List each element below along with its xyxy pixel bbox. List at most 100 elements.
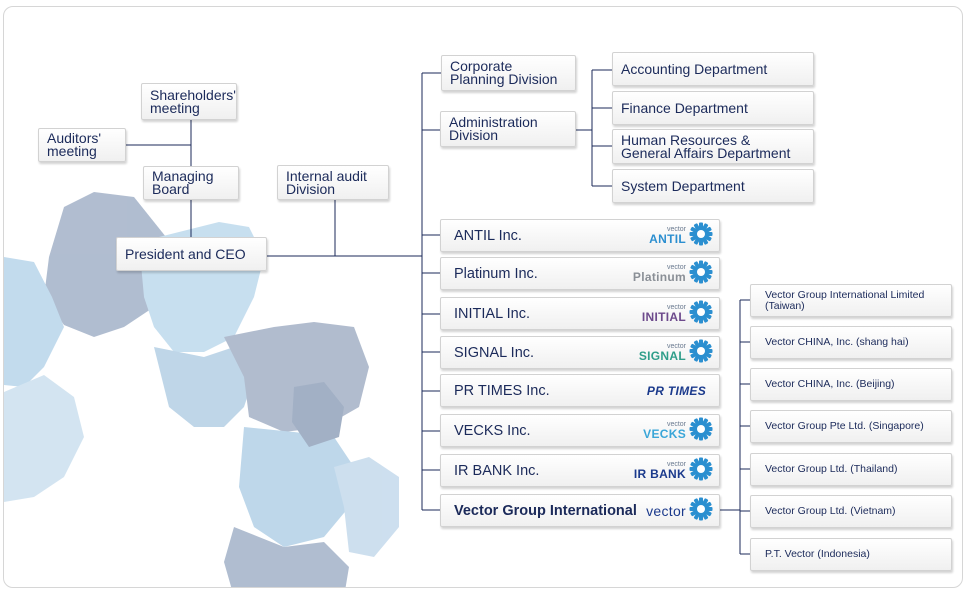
internal-audit-node: Internal audit Division (277, 165, 389, 200)
international-subsidiary-node: Vector Group International Limited(Taiwa… (750, 284, 952, 317)
logo-small-text: vector (666, 226, 686, 233)
node-label: Division (286, 180, 336, 197)
gear-icon (689, 300, 713, 328)
company-logo: vector (646, 497, 713, 525)
logo-small-text: vector (666, 264, 686, 271)
node-label: Administration (449, 114, 538, 130)
company-node: Vector Group International vector (440, 494, 720, 527)
administration-node: Administration Division (440, 111, 576, 147)
international-subsidiary-node: Vector CHINA, Inc. (shang hai) (750, 326, 952, 359)
gear-icon (689, 339, 713, 367)
logo-text: vector (646, 502, 686, 519)
subsidiary-label: Vector Group Pte Ltd. (Singapore) (765, 420, 924, 432)
international-subsidiary-node: Vector CHINA, Inc. (Beijing) (750, 368, 952, 401)
node-label: Shareholders' (150, 86, 236, 103)
international-subsidiary-node: Vector Group Ltd. (Thailand) (750, 453, 952, 486)
node-label: meeting (150, 99, 200, 116)
company-name: PR TIMES Inc. (454, 382, 550, 399)
logo-text: IR BANK (633, 467, 686, 481)
subsidiary-label: Vector Group International Limited (765, 288, 925, 301)
node-label: meeting (47, 143, 97, 159)
system-department-node: System Department (612, 169, 814, 203)
node-label: General Affairs Department (621, 144, 791, 161)
node-label: Managing (152, 168, 214, 184)
node-label: Human Resources & (621, 131, 751, 148)
hr-department-node: Human Resources & General Affairs Depart… (612, 129, 814, 164)
subsidiary-label: P.T. Vector (Indonesia) (765, 548, 870, 560)
node-label: President and CEO (125, 245, 246, 262)
corporate-planning-node: Corporate Planning Division (441, 55, 576, 91)
logo-text: SIGNAL (638, 349, 686, 363)
map-region (239, 427, 354, 547)
finance-department-node: Finance Department (612, 91, 814, 125)
node-label: Division (449, 127, 499, 143)
gear-icon (689, 457, 713, 485)
subsidiary-label: Vector Group Ltd. (Thailand) (765, 463, 898, 475)
subsidiary-label: Vector CHINA, Inc. (shang hai) (765, 336, 909, 348)
international-subsidiary-node: Vector Group Ltd. (Vietnam) (750, 495, 952, 528)
subsidiary-label: Vector CHINA, Inc. (Beijing) (765, 378, 895, 390)
node-label: Accounting Department (621, 60, 768, 77)
auditors-meeting-node: Auditors' meeting (38, 128, 126, 162)
node-label: Internal audit (286, 167, 367, 184)
node-label: Board (152, 181, 190, 197)
international-subsidiary-node: Vector Group Pte Ltd. (Singapore) (750, 410, 952, 443)
company-name: Vector Group International (454, 502, 637, 519)
company-name: INITIAL Inc. (454, 305, 531, 322)
org-chart-panel: Shareholders' meeting Auditors' meeting … (3, 6, 963, 588)
map-region (44, 192, 174, 337)
logo-text: ANTIL (649, 232, 686, 246)
gear-icon (689, 417, 713, 445)
company-name: SIGNAL Inc. (454, 344, 535, 361)
map-region (4, 375, 84, 502)
company-name: IR BANK Inc. (454, 462, 540, 479)
accounting-department-node: Accounting Department (612, 52, 814, 86)
gear-icon (689, 260, 713, 288)
gear-icon (689, 497, 713, 525)
subsidiary-label: Vector Group Ltd. (Vietnam) (765, 505, 896, 517)
subsidiary-label: (Taiwan) (765, 299, 805, 312)
managing-board-node: Managing Board (143, 166, 239, 200)
company-name: Platinum Inc. (454, 265, 538, 282)
company-logo: PR TIMES (647, 385, 713, 397)
map-region (224, 527, 349, 587)
logo-text: Platinum (632, 270, 686, 284)
node-label: Corporate (450, 58, 513, 74)
logo-text: PR TIMES (646, 383, 706, 398)
map-region (292, 382, 344, 447)
shareholders-meeting-node: Shareholders' meeting (141, 83, 237, 120)
international-subsidiary-node: P.T. Vector (Indonesia) (750, 538, 952, 571)
company-name: ANTIL Inc. (454, 227, 522, 244)
node-label: Planning Division (450, 71, 558, 87)
ceo-node: President and CEO (116, 237, 267, 271)
gear-icon (689, 222, 713, 250)
node-label: System Department (621, 177, 745, 194)
node-label: Auditors' (47, 130, 102, 146)
background-map (4, 192, 399, 587)
logo-small-text: vector (666, 421, 686, 428)
logo-small-text: vector (666, 343, 686, 350)
map-region (4, 257, 64, 387)
logo-text: VECKS (643, 427, 686, 441)
node-label: Finance Department (621, 99, 748, 116)
map-region (334, 457, 399, 557)
company-name: VECKS Inc. (454, 422, 531, 439)
connector-lines (126, 69, 750, 555)
map-region (154, 347, 254, 427)
logo-text: INITIAL (641, 310, 686, 324)
logo-small-text: vector (666, 304, 686, 311)
logo-small-text: vector (666, 461, 686, 468)
company-node: PR TIMES Inc. PR TIMES (440, 374, 720, 407)
